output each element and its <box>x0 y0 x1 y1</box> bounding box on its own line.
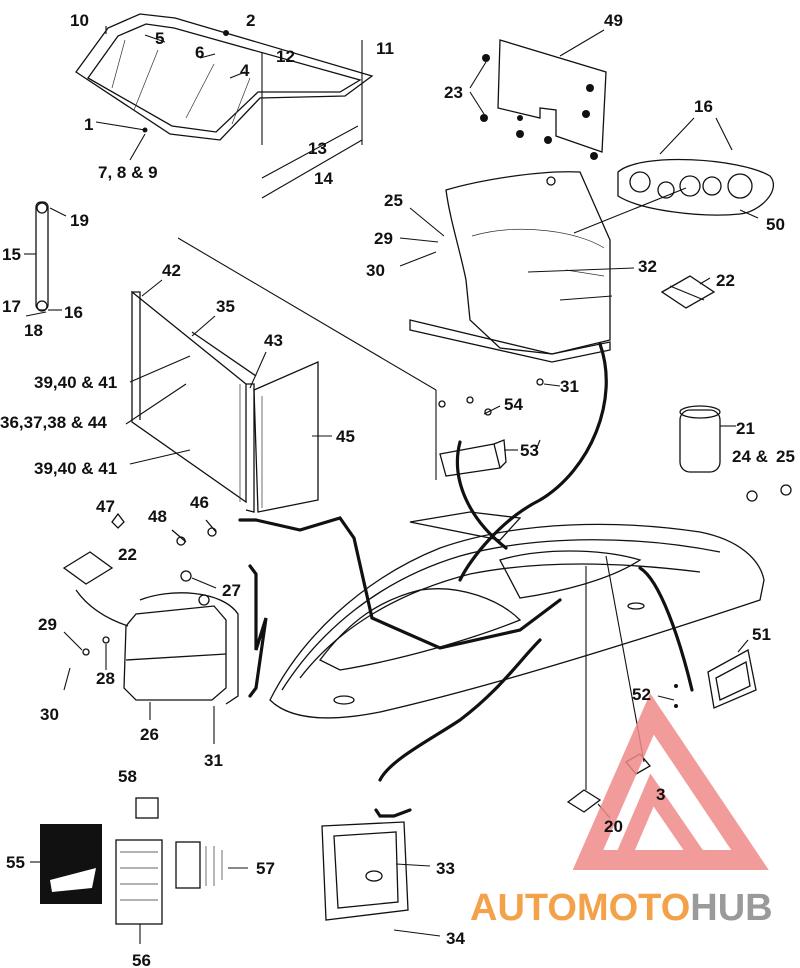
callout: 43 <box>264 331 283 350</box>
callout: 24 & <box>732 447 768 466</box>
grab-handle <box>25 201 67 317</box>
callout: 29 <box>374 229 393 248</box>
callout: 46 <box>190 493 209 512</box>
callout: 57 <box>256 859 275 878</box>
callout: 48 <box>148 507 167 526</box>
callout: 55 <box>6 853 25 872</box>
document-57 <box>175 841 223 889</box>
callout: 21 <box>736 419 755 438</box>
callout: 36,37,38 & 44 <box>0 413 107 432</box>
callout: 29 <box>38 615 57 634</box>
callout: 18 <box>24 321 43 340</box>
callout: 53 <box>520 441 539 460</box>
callout: 39,40 & 41 <box>34 373 117 392</box>
vent-51 <box>707 649 757 709</box>
callout: 25 <box>384 191 403 210</box>
callout: 49 <box>604 11 623 30</box>
watermark-text: AUTOMOTOHUB <box>470 887 773 929</box>
callout: 26 <box>140 725 159 744</box>
callout: 22 <box>118 545 137 564</box>
callout: 54 <box>504 395 523 414</box>
callout: 20 <box>604 817 623 836</box>
callout: 6 <box>195 43 204 62</box>
console-32 <box>409 171 611 363</box>
callout: 30 <box>40 705 59 724</box>
gauge-cluster <box>617 158 775 216</box>
callout: 22 <box>716 271 735 290</box>
callout: 30 <box>366 261 385 280</box>
decal-22b <box>62 551 114 585</box>
callout: 45 <box>336 427 355 446</box>
callout: 23 <box>444 83 463 102</box>
hatch-33 <box>321 821 409 921</box>
callout: 1 <box>84 115 93 134</box>
document-set-56 <box>115 839 163 925</box>
callout: 16 <box>694 97 713 116</box>
callout: 27 <box>222 581 241 600</box>
decal-58 <box>135 797 159 819</box>
decal-22 <box>660 275 716 309</box>
callout: 16 <box>64 303 83 322</box>
callout: 19 <box>70 211 89 230</box>
callout: 14 <box>314 169 333 188</box>
callout: 10 <box>70 11 89 30</box>
callout: 7, 8 & 9 <box>98 163 158 182</box>
callout: 42 <box>162 261 181 280</box>
callout: 4 <box>240 61 250 80</box>
callout: 58 <box>118 767 137 786</box>
windshield <box>75 13 374 145</box>
callout: 47 <box>96 497 115 516</box>
callout: 50 <box>766 215 785 234</box>
callout: 33 <box>436 859 455 878</box>
callout: 25 <box>776 447 795 466</box>
callout: 11 <box>376 39 394 58</box>
callout: 34 <box>446 929 465 948</box>
callout: 28 <box>96 669 115 688</box>
callout: 17 <box>2 297 21 316</box>
fasteners <box>111 512 217 546</box>
callout: 51 <box>752 625 771 644</box>
callout: 5 <box>155 29 164 48</box>
callout: 35 <box>216 297 235 316</box>
cup-holder-21 <box>679 405 721 473</box>
callout-labels: 10 2 5 6 4 12 11 1 7, 8 & 9 13 14 49 23 … <box>0 11 795 968</box>
callout: 12 <box>276 47 295 66</box>
callout: 39,40 & 41 <box>34 459 117 478</box>
callout: 2 <box>246 11 255 30</box>
callout: 31 <box>560 377 579 396</box>
glovebox-53 <box>438 396 507 477</box>
watermark-logo <box>572 693 769 870</box>
callout: 3 <box>656 785 665 804</box>
callout: 15 <box>2 245 21 264</box>
callout: 32 <box>638 257 657 276</box>
boat-hull <box>269 511 765 719</box>
cover-panel-49 <box>480 39 607 160</box>
callout: 52 <box>632 685 651 704</box>
side-curtains <box>131 290 319 513</box>
callout: 56 <box>132 951 151 968</box>
owners-manual-55 <box>40 824 102 904</box>
callout: 13 <box>308 139 327 158</box>
callout: 31 <box>204 751 223 770</box>
